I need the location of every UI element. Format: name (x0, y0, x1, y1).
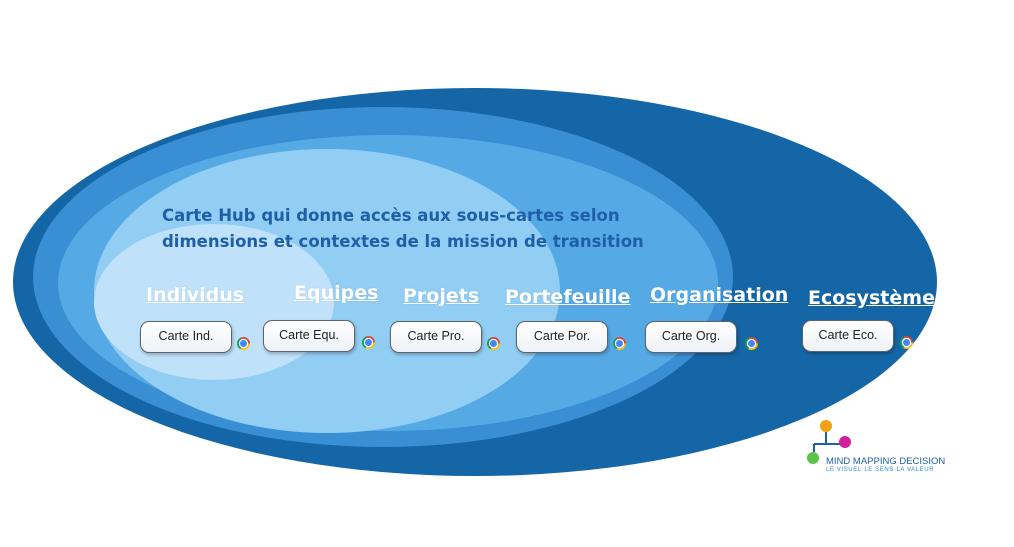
chrome-icon[interactable] (745, 337, 758, 350)
card-portefeuille-button[interactable]: Carte Por. (516, 321, 608, 353)
card-individus-button[interactable]: Carte Ind. (140, 321, 232, 353)
logo-tagline: LE VISUEL·LE SENS·LA VALEUR (826, 467, 935, 473)
card-equipes-button[interactable]: Carte Equ. (263, 320, 355, 352)
dimension-label-ecosysteme[interactable]: Ecosystème (808, 287, 935, 309)
card-projets-button[interactable]: Carte Pro. (390, 321, 482, 353)
card-ecosysteme-button[interactable]: Carte Eco. (802, 320, 894, 352)
chrome-icon[interactable] (613, 337, 626, 350)
logo-green-node-icon (807, 452, 819, 464)
logo-magenta-node-icon (839, 436, 851, 448)
dimension-label-organisation[interactable]: Organisation (650, 284, 789, 306)
chrome-icon[interactable] (900, 336, 913, 349)
dimension-label-individus[interactable]: Individus (146, 284, 245, 306)
dimension-label-equipes[interactable]: Equipes (294, 282, 379, 304)
title-line-1: Carte Hub qui donne accès aux sous-carte… (162, 206, 620, 225)
dimension-label-portefeuille[interactable]: Portefeuille (505, 286, 631, 308)
card-organisation-button[interactable]: Carte Org. (645, 321, 737, 353)
title-line-2: dimensions et contextes de la mission de… (162, 232, 644, 251)
logo-name: MIND MAPPING DECISION (826, 456, 946, 467)
chrome-icon[interactable] (487, 337, 500, 350)
mind-mapping-decision-logo-icon (807, 420, 851, 464)
logo-orange-node-icon (820, 420, 832, 432)
dimension-label-projets[interactable]: Projets (403, 285, 480, 307)
chrome-icon[interactable] (237, 337, 250, 350)
diagram-title: Carte Hub qui donne accès aux sous-carte… (162, 203, 722, 255)
chrome-icon[interactable] (362, 336, 375, 349)
